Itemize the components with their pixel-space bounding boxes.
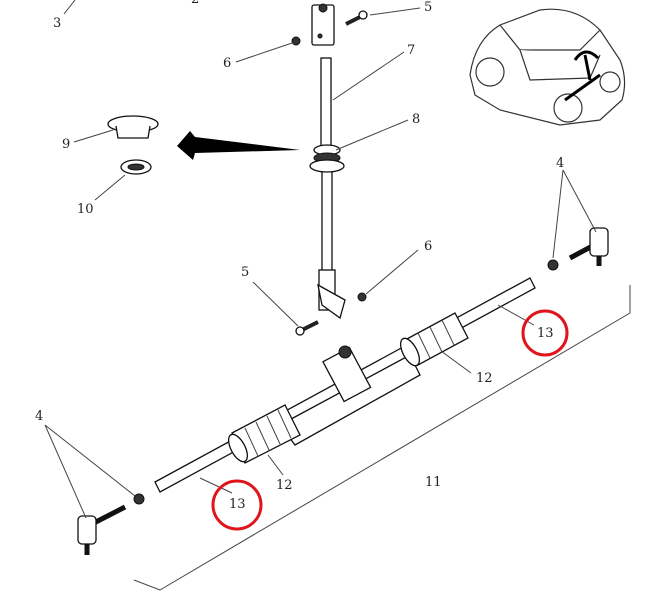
label-5-mid: 5 [241,265,249,280]
upper-universal-joint [311,3,335,46]
label-13-left: 13 [229,497,246,512]
label-10: 10 [77,202,94,217]
label-5-top: 5 [424,0,432,15]
bolt-5-mid [295,320,319,336]
label-7: 7 [407,43,415,58]
rack-boot-left [227,404,301,464]
nut-4-right [547,259,559,271]
nut-4-left [133,493,145,505]
rack-boot-right [399,312,469,367]
nut-6-top [291,36,301,46]
label-13-right: 13 [537,326,554,341]
cover-cap [107,115,159,139]
label-6-top: 6 [223,56,231,71]
column-seal [309,144,345,173]
label-6-mid: 6 [424,239,432,254]
leader-lines [44,0,597,519]
label-11: 11 [425,475,442,490]
highlight-circle-13-left [211,479,263,531]
nut-6-mid [357,292,367,302]
label-12-left: 12 [276,478,293,493]
bolt-5-top [345,10,368,26]
label-12-right: 12 [476,371,493,386]
label-8: 8 [412,112,420,127]
label-4-left: 4 [35,409,43,424]
steering-column-shaft [317,57,346,320]
label-3: 3 [53,16,61,31]
bushing-ring [120,159,152,175]
highlight-circle-13-right [521,309,569,357]
label-9: 9 [62,137,70,152]
assembly-bracket-11 [133,285,631,591]
tie-rod-end-left [77,504,127,555]
car-thumbnail [469,8,626,126]
label-2: 2 [191,0,199,7]
direction-arrow [177,131,300,160]
label-4-right: 4 [556,156,564,171]
tie-rod-end-right [568,227,609,266]
